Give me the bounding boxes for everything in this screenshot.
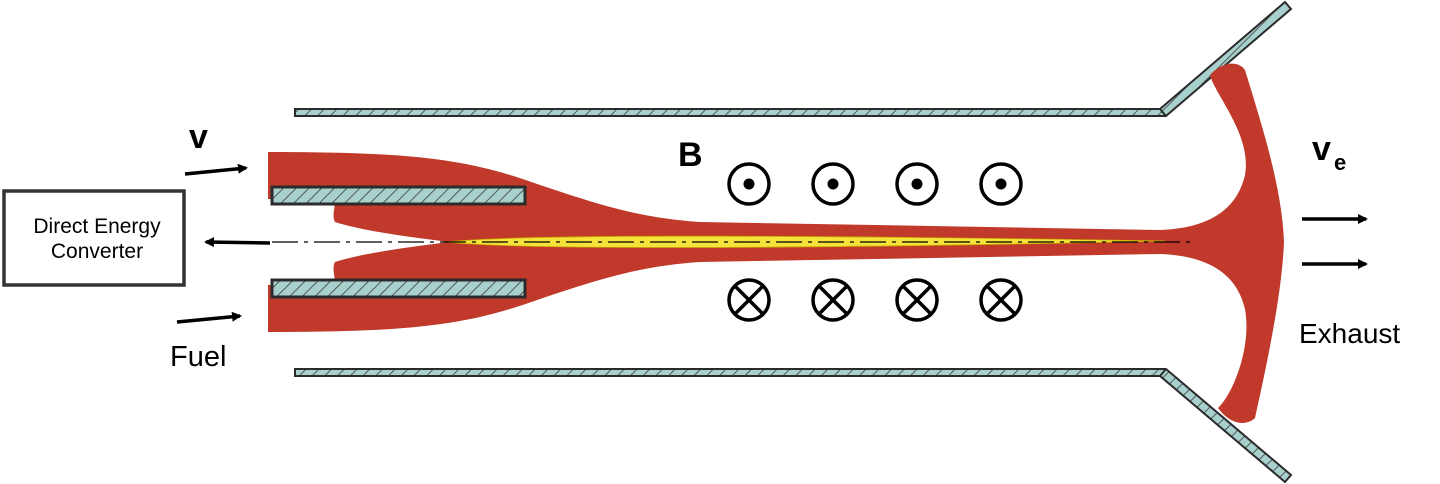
exhaust-label: Exhaust: [1299, 318, 1400, 349]
velocity-exhaust-label: v: [1312, 130, 1331, 168]
cross-in-circle-icon: [811, 278, 855, 322]
converter-label-line1: Direct Energy: [33, 215, 161, 238]
converter-box: [2, 189, 186, 287]
upper-wall: [294, 108, 1166, 117]
dot-in-circle-icon: [979, 162, 1023, 206]
field-out-of-page-row: [727, 162, 1023, 206]
plasma-core: [444, 235, 1166, 248]
field-into-page-row: [727, 278, 1023, 322]
inlet-electrodes: [270, 185, 527, 299]
direct-energy-converter: Direct Energy Converter: [2, 189, 186, 287]
cross-in-circle-icon: [727, 278, 771, 322]
velocity-exhaust-subscript: e: [1334, 150, 1346, 175]
fuel-arrow: [176, 311, 242, 324]
velocity-in-label: v: [189, 118, 208, 156]
cross-in-circle-icon: [979, 278, 1023, 322]
cross-in-circle-icon: [895, 278, 939, 322]
fuel-label: Fuel: [170, 341, 226, 373]
lower-nozzle-wall: [1158, 367, 1293, 484]
upper-electrode: [270, 185, 527, 206]
dot-in-circle-icon: [895, 162, 939, 206]
magnetic-field-label: B: [678, 136, 703, 174]
chamber-walls: [294, 0, 1293, 484]
lower-wall: [294, 368, 1166, 377]
dot-in-circle-icon: [727, 162, 771, 206]
flow-arrows: [176, 163, 1368, 324]
inflow-arrow-top: [184, 163, 248, 176]
lower-electrode: [270, 278, 527, 299]
energy-extraction-arrow: [204, 237, 271, 248]
converter-label-line2: Converter: [51, 240, 143, 263]
upper-nozzle-wall: [1158, 0, 1293, 118]
upper-plasma-stream: [268, 63, 1284, 243]
dot-in-circle-icon: [811, 162, 855, 206]
lower-plasma-stream: [268, 242, 1284, 423]
